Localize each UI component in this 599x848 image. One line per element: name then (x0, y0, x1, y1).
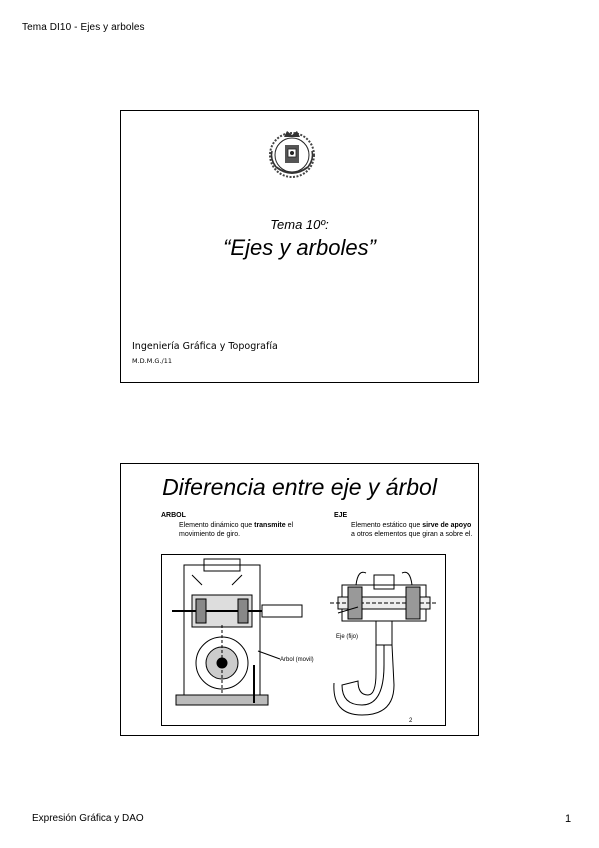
slide-difference: Diferencia entre eje y árbol ARBOL Eleme… (120, 463, 479, 736)
university-crest-icon (262, 123, 322, 183)
eje-heading: EJE (334, 512, 348, 519)
eje-description: Elemento estático que sirve de apoyo a o… (351, 522, 473, 538)
slide-title-text: “Ejes y arboles” (223, 235, 376, 260)
arbol-description: Elemento dinámico que transmite el movim… (179, 522, 294, 538)
eje-label: Eje (fijo) (336, 634, 359, 640)
slide-number: 2 (409, 718, 413, 724)
page-footer-course: Expresión Gráfica y DAO (32, 813, 144, 824)
shaft-and-axle-drawing (172, 558, 438, 716)
arbol-heading: ARBOL (161, 512, 186, 519)
slide-subtitle: Tema 10º: (270, 217, 329, 232)
slide-title: Tema 10º: “Ejes y arboles” Ingeniería Gr… (120, 110, 479, 383)
page-header: Tema DI10 - Ejes y arboles (22, 22, 145, 33)
document-code: M.D.M.G./11 (132, 357, 172, 365)
page-number: 1 (565, 813, 572, 825)
slide-title-text: Diferencia entre eje y árbol (162, 474, 437, 500)
arbol-label: Arbol (movil) (280, 657, 314, 663)
organization-label: Ingeniería Gráfica y Topografía (132, 341, 278, 352)
mechanical-drawing-figure: Eje (fijo) Arbol (movil) (161, 554, 446, 726)
